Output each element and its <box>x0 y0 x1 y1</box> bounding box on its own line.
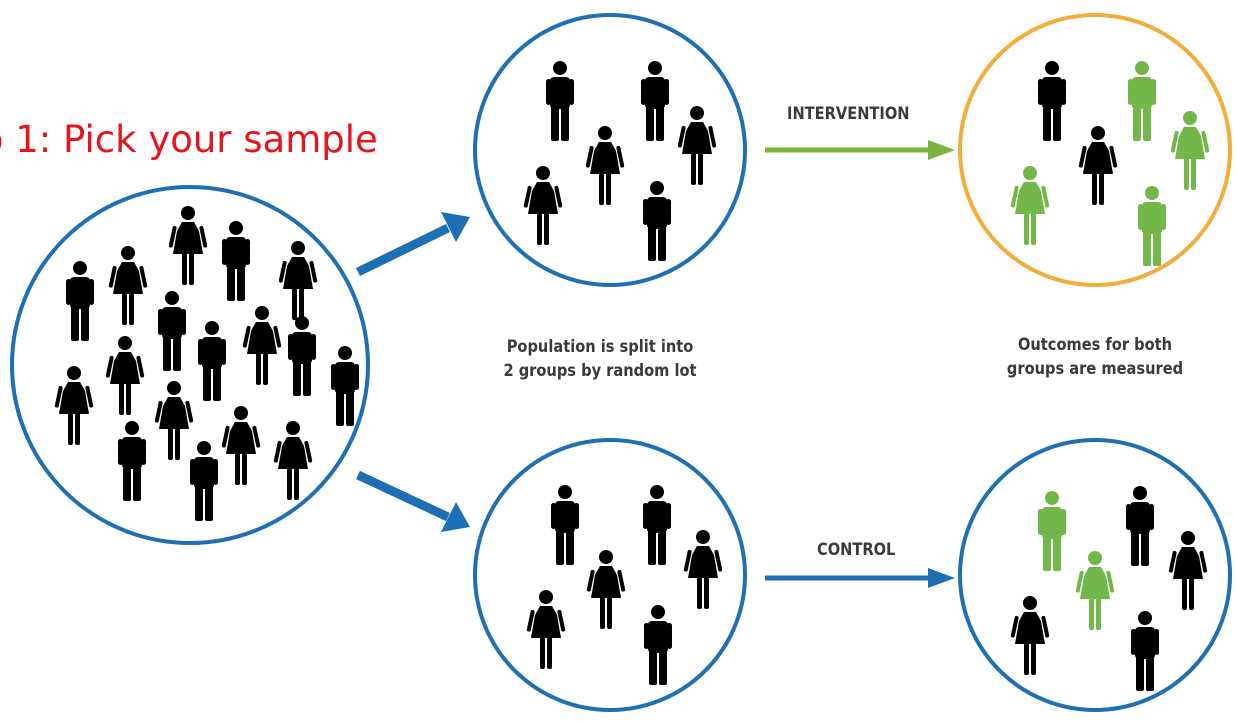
control-outcome-figures <box>1010 486 1208 691</box>
population-circle <box>10 185 370 545</box>
intervention-arrow <box>765 140 955 160</box>
intervention-group-figures <box>523 61 717 261</box>
population-figures <box>54 206 359 521</box>
split-arrow-down <box>356 470 470 532</box>
control-group-circle <box>473 438 747 712</box>
outcome-caption: Outcomes for both groups are measured <box>983 333 1207 381</box>
intervention-label: INTERVENTION <box>787 104 910 124</box>
control-group-figures <box>526 485 723 685</box>
split-arrow-up <box>356 212 470 277</box>
control-outcome-circle <box>958 438 1232 712</box>
split-caption: Population is split into 2 groups by ran… <box>488 335 712 383</box>
outcome-caption-line-2: groups are measured <box>1006 359 1184 379</box>
intervention-outcome-circle <box>958 13 1232 287</box>
split-caption-line-1: Population is split into <box>506 337 694 357</box>
control-arrow <box>765 568 955 588</box>
split-caption-line-2: 2 groups by random lot <box>503 361 697 381</box>
outcome-caption-line-1: Outcomes for both <box>1017 335 1173 355</box>
intervention-outcome-figures <box>1010 61 1210 266</box>
step-title: p 1: Pick your sample <box>0 118 378 161</box>
control-label: CONTROL <box>817 540 896 560</box>
intervention-group-circle <box>473 13 747 287</box>
